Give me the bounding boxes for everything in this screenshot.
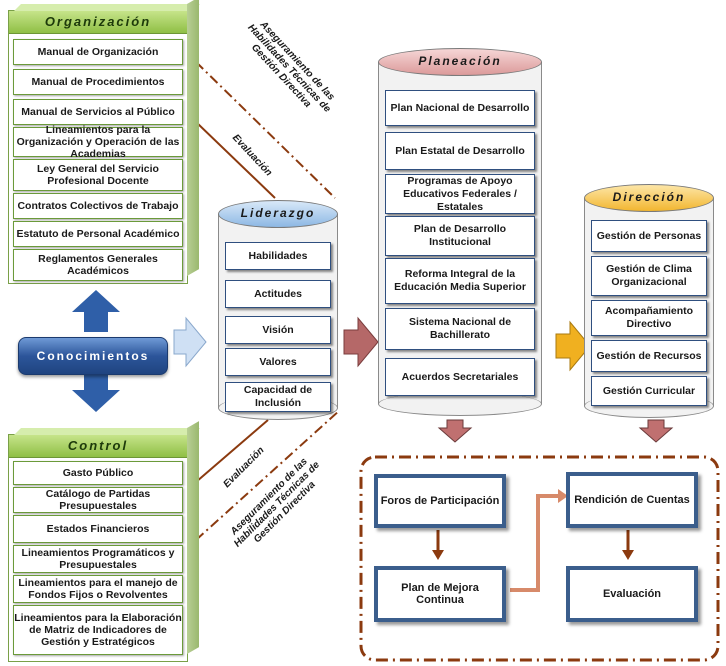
direccion-item: Gestión Curricular [591,376,707,406]
planeacion-item: Acuerdos Secretariales [385,358,535,396]
arrow-plan-rendicion [510,494,560,592]
liderazgo-item: Valores [225,348,331,376]
arrow-right-orange [555,320,591,372]
arrow-right-red [343,316,379,368]
planeacion-item: Plan de Desarrollo Institucional [385,216,535,256]
planeacion-item: Programas de Apoyo Educativos Federales … [385,174,535,214]
foros-box: Foros de Participación [374,474,506,528]
org-item: Manual de Procedimientos [13,69,183,95]
control-item: Estados Financieros [13,515,183,543]
direccion-item: Gestión de Clima Organizacional [591,256,707,296]
liderazgo-cylinder: Liderazgo Habilidades Actitudes Visión V… [218,200,338,420]
planeacion-item: Plan Estatal de Desarrollo [385,132,535,170]
liderazgo-item: Capacidad de Inclusión [225,382,331,412]
control-item: Lineamientos para la Elaboración de Matr… [13,605,183,655]
planeacion-cylinder: Planeación Plan Nacional de Desarrollo P… [378,48,542,416]
conocimientos-button: Conocimientos [18,337,168,375]
direccion-cylinder: Dirección Gestión de Personas Gestión de… [584,184,714,418]
org-item: Reglamentos Generales Académicos [13,249,183,281]
organizacion-stack: Organización Manual de Organización Manu… [8,0,200,284]
liderazgo-item: Actitudes [225,280,331,308]
arrow-planeacion-down [437,419,473,443]
arrow-down-icon [72,372,120,412]
arrow-up-icon [72,290,120,332]
direccion-item: Gestión de Personas [591,220,707,252]
rendicion-box: Rendición de Cuentas [566,472,698,528]
organizacion-title: Organización [9,11,187,34]
org-item: Contratos Colectivos de Trabajo [13,193,183,219]
planeacion-item: Sistema Nacional de Bachillerato [385,308,535,350]
direccion-item: Gestión de Recursos [591,340,707,372]
control-title: Control [9,435,187,458]
control-item: Gasto Público [13,461,183,485]
org-item: Manual de Servicios al Público [13,99,183,125]
direccion-item: Acompañamiento Directivo [591,300,707,336]
liderazgo-item: Habilidades [225,242,331,270]
liderazgo-item: Visión [225,316,331,344]
bottom-solid-line [195,419,269,483]
org-item: Ley General del Servicio Profesional Doc… [13,159,183,191]
evaluacion-box: Evaluación [566,566,698,622]
top-solid-line [195,121,276,199]
control-item: Catálogo de Partidas Presupuestales [13,487,183,513]
org-item: Lineamientos para la Organización y Oper… [13,124,183,160]
planeacion-title: Planeación [418,54,502,68]
bottom-dashdot-line [195,409,341,541]
control-stack: Control Gasto Público Catálogo de Partid… [8,421,200,662]
planeacion-item: Reforma Integral de la Educación Media S… [385,258,535,304]
org-item: Manual de Organización [13,39,183,65]
arrow-direccion-down [638,419,674,443]
planeacion-item: Plan Nacional de Desarrollo [385,90,535,126]
direccion-title: Dirección [612,190,686,204]
arrow-right-blue [173,316,207,368]
cycle-frame [359,455,720,662]
control-item: Lineamientos para el manejo de Fondos Fi… [13,575,183,603]
top-dashdot-line [195,61,336,199]
liderazgo-title: Liderazgo [240,206,316,220]
control-item: Lineamientos Programáticos y Presupuesta… [13,545,183,573]
org-item: Estatuto de Personal Académico [13,221,183,247]
plan-mejora-box: Plan de Mejora Continua [374,566,506,622]
